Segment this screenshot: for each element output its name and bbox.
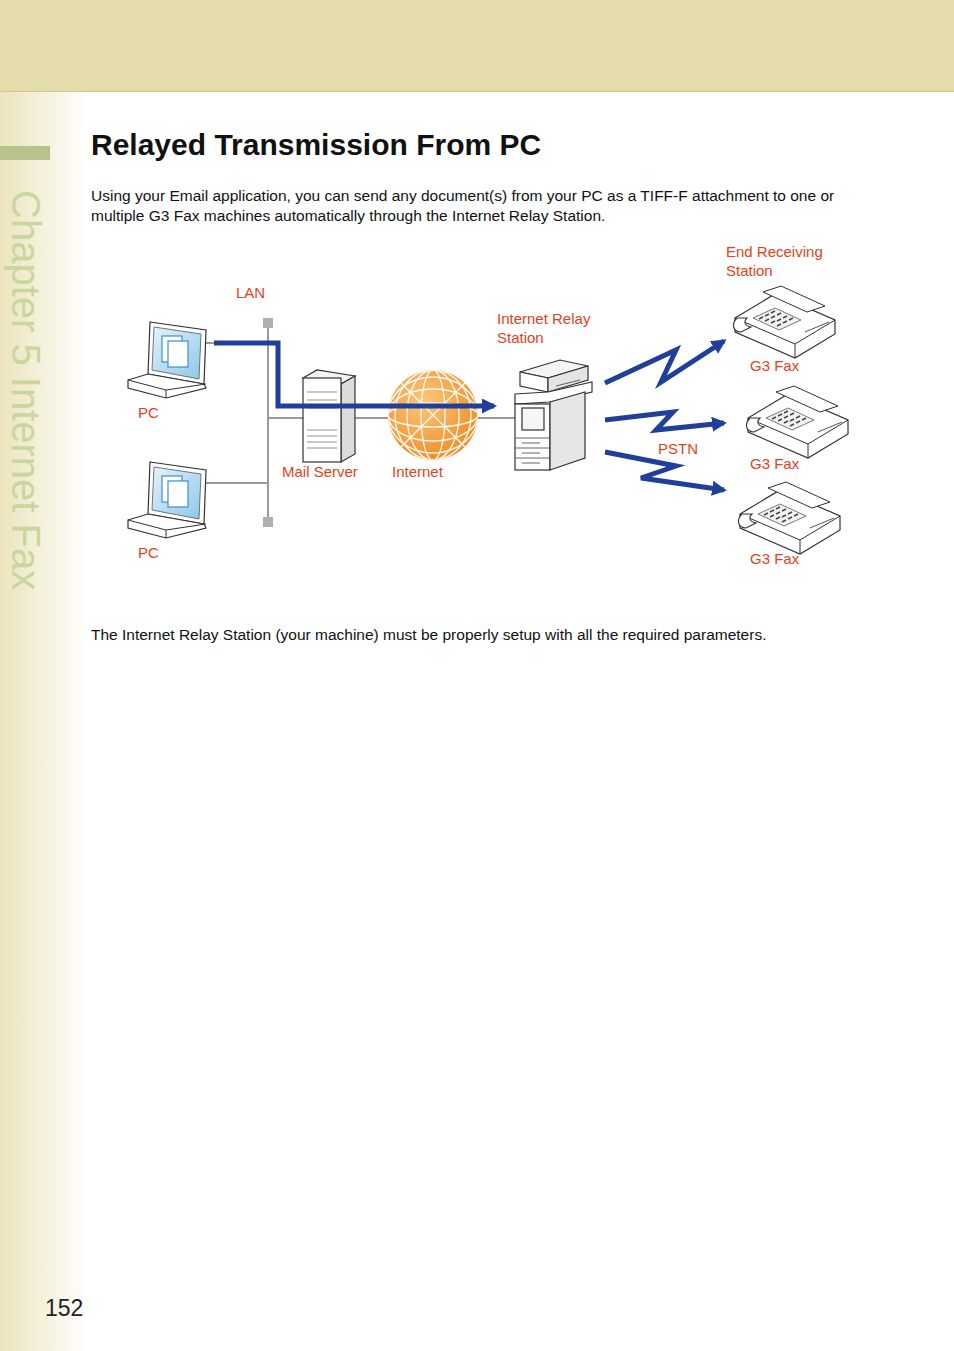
node-label: PC: [138, 403, 159, 422]
body-text: The Internet Relay Station (your machine…: [91, 625, 921, 645]
node-label: Internet Relay Station: [497, 309, 601, 347]
node-label: G3 Fax: [750, 454, 799, 473]
node-label: Mail Server: [282, 462, 358, 481]
page-number: 152: [45, 1295, 83, 1321]
fax-machine: G3 Fax: [724, 482, 850, 570]
internet-globe: Internet: [386, 368, 481, 483]
pc-icon: PC: [124, 316, 214, 424]
server-icon: Mail Server: [278, 366, 368, 483]
pstn-link: [605, 412, 724, 430]
chapter-tab: Chapter 5 Internet Fax: [6, 190, 46, 590]
pstn-link: [605, 341, 724, 383]
fax-machine: G3 Fax: [724, 386, 850, 475]
email-path: [214, 343, 494, 406]
node-label: G3 Fax: [750, 356, 799, 375]
group-label: End Receiving Station: [726, 242, 838, 280]
network-label: LAN: [236, 283, 265, 302]
pc-icon: PC: [124, 456, 214, 564]
fax-machine: G3 Fax: [724, 286, 850, 377]
node-label: PC: [138, 543, 159, 562]
node-label: Internet: [392, 462, 443, 481]
body-text: Using your Email application, you can se…: [91, 186, 891, 226]
page-title: Relayed Transmission From PC: [91, 128, 541, 162]
network-label: PSTN: [656, 439, 700, 458]
relay-station: Internet Relay Station: [494, 308, 605, 476]
node-label: G3 Fax: [750, 549, 799, 568]
